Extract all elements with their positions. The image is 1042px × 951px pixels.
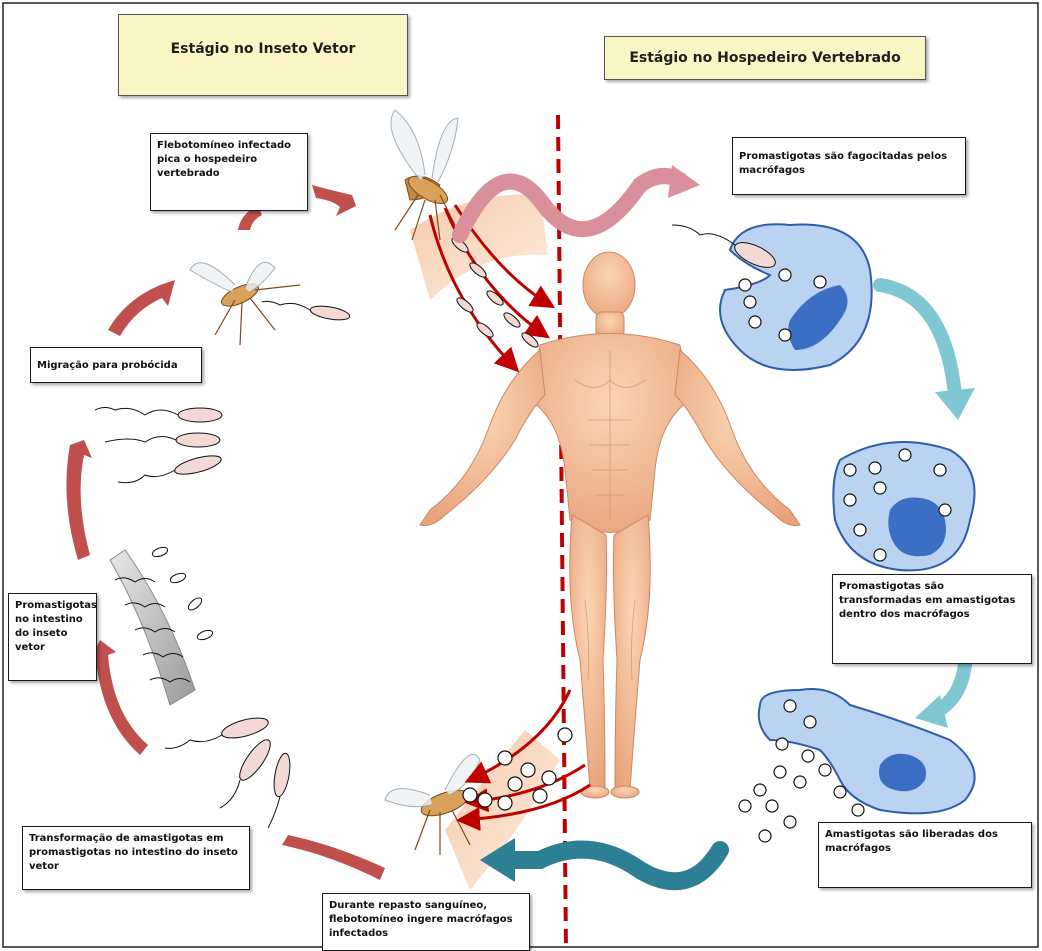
insect-stage-header: Estágio no Inseto Vetor	[118, 14, 408, 96]
transmission-arrow-bottom	[505, 850, 720, 882]
step-bite-label: Flebotomíneo infectado pica o hospedeiro…	[150, 133, 308, 211]
host-stage-header: Estágio no Hospedeiro Vertebrado	[604, 36, 926, 80]
step-transformation-macrophage-label: Promastigotas são transformadas em amast…	[832, 574, 1032, 664]
promastigote-near-proboscis	[262, 301, 351, 322]
step-blood-meal-label: Durante repasto sanguíneo, flebotomíneo …	[322, 893, 530, 951]
step-phagocytosis-label: Promastigotas são fagocitadas pelos macr…	[732, 137, 966, 195]
insect-stage-header-text: Estágio no Inseto Vetor	[171, 41, 356, 57]
promastigotes-cluster	[95, 408, 223, 483]
step-gut-promastigotes-label: Promastigotas no intestino do inseto vet…	[8, 593, 97, 681]
step-transformation-gut-label: Transformação de amastigotas em promasti…	[22, 826, 250, 890]
macrophage-1	[672, 224, 872, 370]
stage-divider-line	[558, 115, 566, 951]
transforming-amastigotes	[165, 714, 293, 828]
step-release-label: Amastigotas são liberadas dos macrófagos	[818, 822, 1032, 888]
gut-wall-illustration	[110, 546, 214, 705]
step-proboscis-label: Migração para probócida	[30, 347, 202, 383]
host-arrow-1	[880, 285, 955, 395]
host-stage-header-text: Estágio no Hospedeiro Vertebrado	[629, 50, 900, 66]
